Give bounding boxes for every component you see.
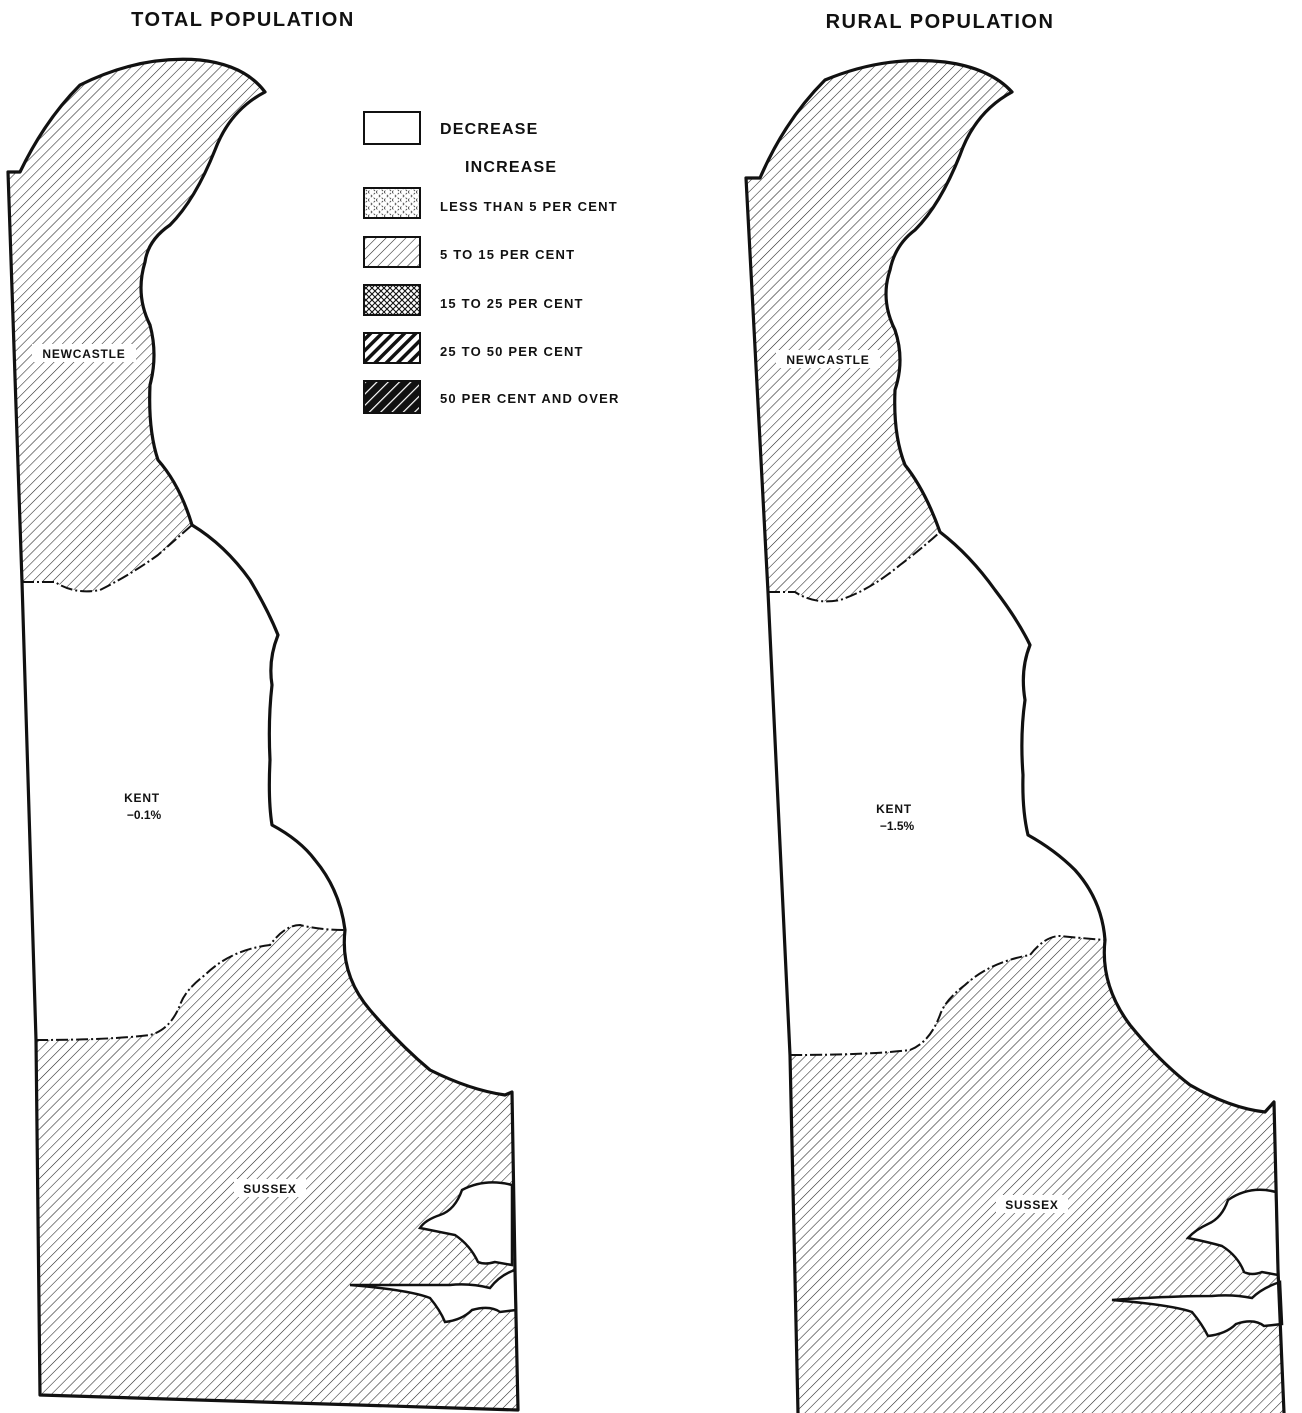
newcastle-county-region — [746, 60, 1012, 602]
legend-swatch-25-to-50 — [363, 332, 421, 364]
map-title: RURAL POPULATION — [826, 11, 1055, 33]
legend-swatch-less-than-5 — [363, 187, 421, 219]
newcastle-kent-boundary — [768, 531, 941, 603]
label-backdrop — [996, 1195, 1068, 1213]
rural-population-map: RURAL POPULATION NEWCASTLE KENT −1.5% SU… — [744, 11, 1286, 1413]
kent-label: KENT — [124, 791, 160, 805]
legend-increase-heading: INCREASE — [465, 159, 557, 176]
state-outline — [6, 57, 520, 1412]
label-backdrop — [776, 350, 880, 368]
indian-river-bay — [1111, 1280, 1284, 1338]
legend-swatch-15-to-25 — [363, 284, 421, 316]
legend-label: 50 PER CENT AND OVER — [440, 391, 620, 406]
rehoboth-bay — [417, 1181, 514, 1267]
label-backdrop — [234, 1179, 306, 1197]
kent-value: −0.1% — [127, 808, 162, 822]
legend-swatch-decrease — [363, 111, 421, 145]
newcastle-label: NEWCASTLE — [42, 347, 125, 361]
sussex-label: SUSSEX — [243, 1182, 297, 1196]
indian-river-bay — [349, 1268, 518, 1324]
newcastle-kent-boundary — [22, 524, 193, 593]
legend-swatch-50-and-over — [363, 380, 421, 414]
kent-value: −1.5% — [880, 819, 915, 833]
legend-decrease-label: DECREASE — [440, 121, 539, 138]
legend-swatch-5-to-15 — [363, 236, 421, 268]
kent-county-region — [768, 532, 1105, 1055]
legend-label: 5 TO 15 PER CENT — [440, 247, 575, 262]
kent-label: KENT — [876, 802, 912, 816]
total-population-map: TOTAL POPULATION NEWCASTLE KENT −0.1% SU… — [6, 9, 520, 1412]
map-title: TOTAL POPULATION — [131, 9, 355, 31]
rehoboth-bay — [1185, 1188, 1280, 1277]
legend-label: LESS THAN 5 PER CENT — [440, 199, 618, 214]
label-backdrop — [32, 344, 136, 362]
legend-label: 25 TO 50 PER CENT — [440, 344, 584, 359]
legend: DECREASE INCREASE LESS THAN 5 PER CENT 5… — [363, 111, 620, 414]
newcastle-county-region — [8, 59, 265, 592]
sussex-label: SUSSEX — [1005, 1198, 1059, 1212]
kent-county-region — [22, 525, 345, 1040]
sussex-county-region — [790, 936, 1284, 1413]
kent-sussex-boundary — [35, 923, 346, 1041]
legend-label: 15 TO 25 PER CENT — [440, 296, 584, 311]
newcastle-label: NEWCASTLE — [786, 353, 869, 367]
kent-sussex-boundary — [789, 934, 1106, 1056]
